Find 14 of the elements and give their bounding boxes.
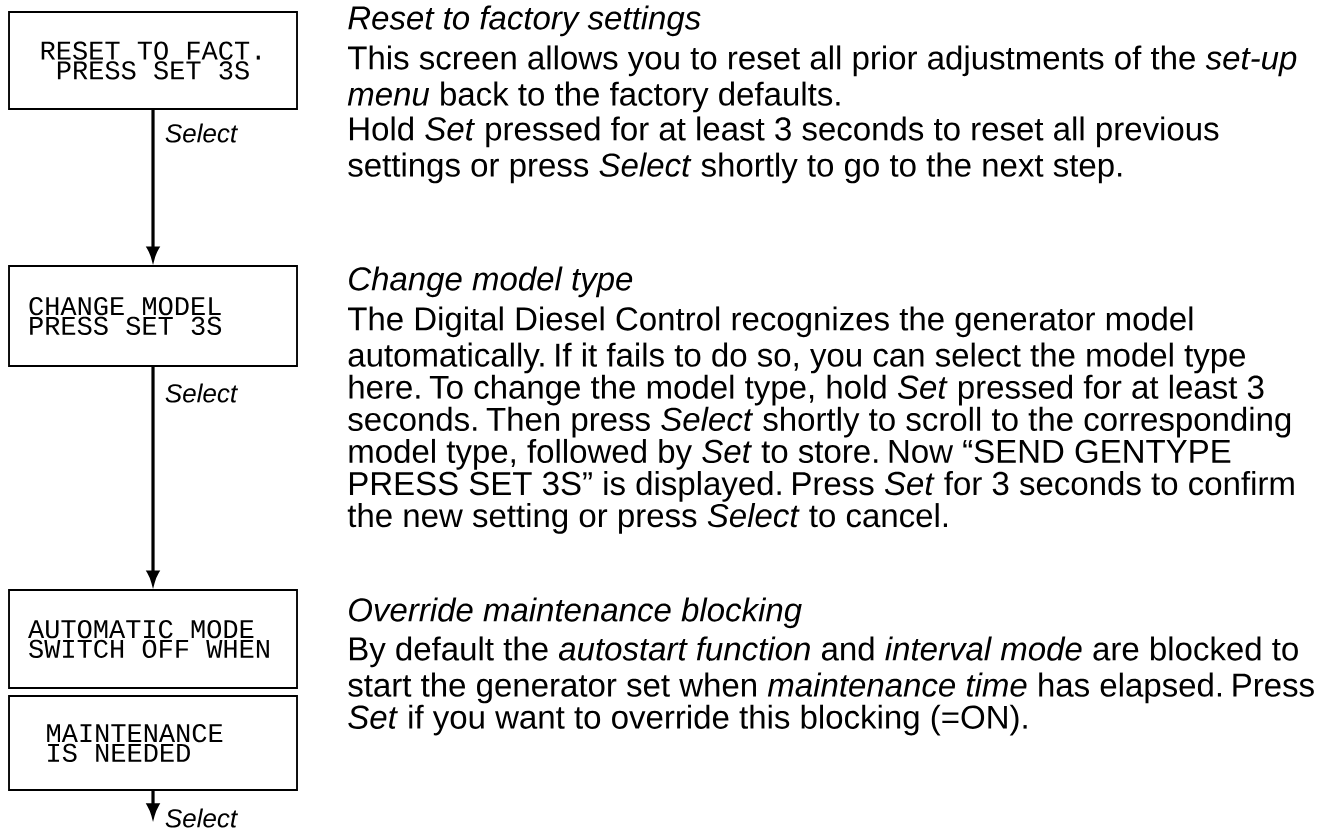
display-box: CHANGE MODEL PRESS SET 3S: [8, 265, 298, 367]
section-title: Override maintenance blocking: [349, 597, 802, 629]
description-text: By default the autostart function and interval mode are blocked to start the generator set when maintenance time has elapsed. Press Set if you want to override this blocking (=ON).: [348, 636, 1314, 736]
display-box: MAINTENANCE IS NEEDED: [8, 695, 298, 791]
edge-label: Select: [163, 382, 239, 404]
description-text: The Digital Diesel Control recognizes the generator model automatically. If it fails to do so, you can select the model type here. To change the model type, hold Set pressed for at least 3 seconds. Then press Select shortly to scroll to the corresponding model type, followed by Set to store. Now “SEND GENTYPE PRESS SET 3S” is displayed. Press Set for 3 seconds to confirm the new setting or press Select to cancel.: [347, 306, 1294, 534]
display-box: AUTOMATIC MODE SWITCH OFF WHEN: [8, 589, 298, 689]
description-text: Hold Set pressed for at least 3 seconds to reset all previous settings or press Select shortly to go to the next step.: [348, 116, 1219, 184]
edge-label: Select: [163, 807, 239, 829]
section-title: Reset to factory settings: [348, 5, 701, 37]
display-box: RESET TO FACT. PRESS SET 3S: [8, 11, 298, 110]
section-title: Change model type: [349, 266, 633, 298]
description-text: This screen allows you to reset all prior adjustments of the set-up menu back to the factory defaults.: [347, 45, 1297, 113]
edge-label: Select: [163, 122, 239, 144]
